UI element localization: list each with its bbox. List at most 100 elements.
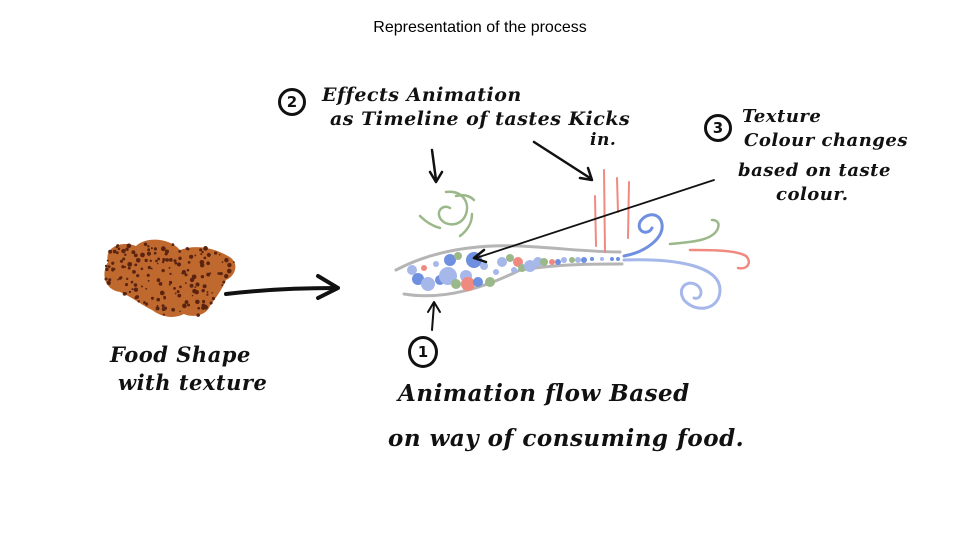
food-speckle (221, 261, 224, 263)
green-stroke (418, 214, 442, 230)
green-stroke (458, 212, 474, 238)
food-speckle (177, 293, 182, 298)
food-speckle (143, 301, 146, 304)
diagram-title: Representation of the process (373, 19, 587, 36)
food-speckle (124, 266, 127, 268)
food-speckle (222, 280, 226, 284)
food-speckle (156, 304, 159, 307)
food-speckle (194, 289, 199, 295)
food-speckle (174, 292, 177, 295)
food-speckle (218, 253, 221, 256)
taste-particle (407, 265, 417, 275)
food-speckle (108, 249, 113, 254)
food-speckle (140, 285, 143, 288)
food-speckle (117, 247, 121, 250)
taste-particle (421, 265, 427, 271)
pointer-step2-left (430, 148, 438, 182)
food-speckle (121, 265, 125, 269)
food-speckle (200, 274, 205, 279)
food-speckle (107, 265, 111, 268)
food-speckle (155, 259, 158, 263)
taste-particle (461, 277, 475, 291)
food-speckle (161, 304, 165, 308)
step-2-text-line: Effects Animation (322, 84, 522, 106)
food-speckle (174, 261, 178, 265)
step-1-text-line: on way of consuming food. (388, 425, 745, 452)
food-speckle (232, 261, 235, 264)
food-speckle (156, 297, 161, 302)
food-speckle (190, 278, 193, 281)
food-speckle (169, 272, 172, 276)
tube-top-edge (394, 244, 622, 272)
food-speckle (144, 258, 148, 263)
food-speckle (199, 248, 203, 252)
food-speckle (115, 246, 118, 249)
food-speckle (133, 253, 138, 258)
food-speckle (226, 268, 232, 274)
food-speckle (168, 280, 173, 285)
pointer-step1 (431, 303, 435, 331)
food-speckle (119, 276, 123, 280)
food-text-line: Food Shape (110, 342, 251, 367)
food-speckle (187, 260, 191, 264)
food-speckle (155, 306, 160, 311)
blue-swirl-small (622, 213, 664, 258)
food-speckle (105, 267, 109, 272)
food-speckle (137, 300, 140, 303)
food-speckle (162, 313, 165, 316)
food-speckle (164, 252, 168, 256)
step-2-text-line: in. (590, 130, 617, 150)
food-speckle (106, 259, 109, 262)
food-speckle (147, 265, 152, 270)
food-speckle (149, 259, 152, 263)
food-speckle (156, 278, 161, 282)
taste-particle (524, 260, 536, 272)
step-2-text-line: as Timeline of tastes Kicks (330, 108, 631, 130)
food-speckle (146, 273, 150, 277)
food-speckle (131, 288, 134, 291)
pointer-step2-left-head (428, 170, 444, 184)
food-speckle (122, 291, 127, 296)
food-speckle (206, 261, 211, 266)
food-speckle (112, 249, 117, 254)
step-3-text-line: Texture (742, 106, 822, 127)
step-3-text-line: based on taste (738, 160, 891, 181)
food-speckle (124, 283, 129, 287)
food-speckle (176, 262, 182, 267)
food-speckle (131, 250, 136, 255)
taste-particle (511, 267, 517, 273)
taste-particle (433, 261, 439, 267)
taste-particle (610, 257, 614, 261)
food-speckle (199, 262, 205, 268)
food-speckle (111, 261, 115, 265)
food-speckle (163, 295, 166, 299)
taste-particle (412, 273, 424, 285)
food-speckle (201, 299, 206, 304)
flow-arrow-head (316, 274, 340, 300)
food-speckle (132, 270, 136, 274)
food-speckle (191, 274, 197, 280)
food-speckle (209, 301, 213, 305)
food-speckle (173, 286, 176, 290)
step-3-badge: 3 (704, 114, 732, 142)
food-speckle (133, 287, 139, 292)
food-speckle (195, 282, 200, 287)
taste-particle (575, 257, 581, 263)
blue-swirl-large (622, 258, 722, 310)
food-speckle (130, 280, 134, 284)
food-speckle (186, 247, 190, 251)
food-speckle (125, 247, 129, 251)
food-speckle (227, 262, 232, 268)
food-speckle (119, 259, 124, 263)
food-speckle (194, 254, 197, 257)
food-speckle (168, 283, 171, 286)
food-speckle (224, 274, 229, 279)
food-speckle (173, 259, 177, 263)
food-speckle (150, 247, 153, 250)
food-speckle (178, 249, 182, 253)
food-speckle (179, 285, 182, 289)
taste-particle (473, 277, 483, 287)
food-speckle (124, 253, 127, 256)
taste-particle (485, 277, 495, 287)
